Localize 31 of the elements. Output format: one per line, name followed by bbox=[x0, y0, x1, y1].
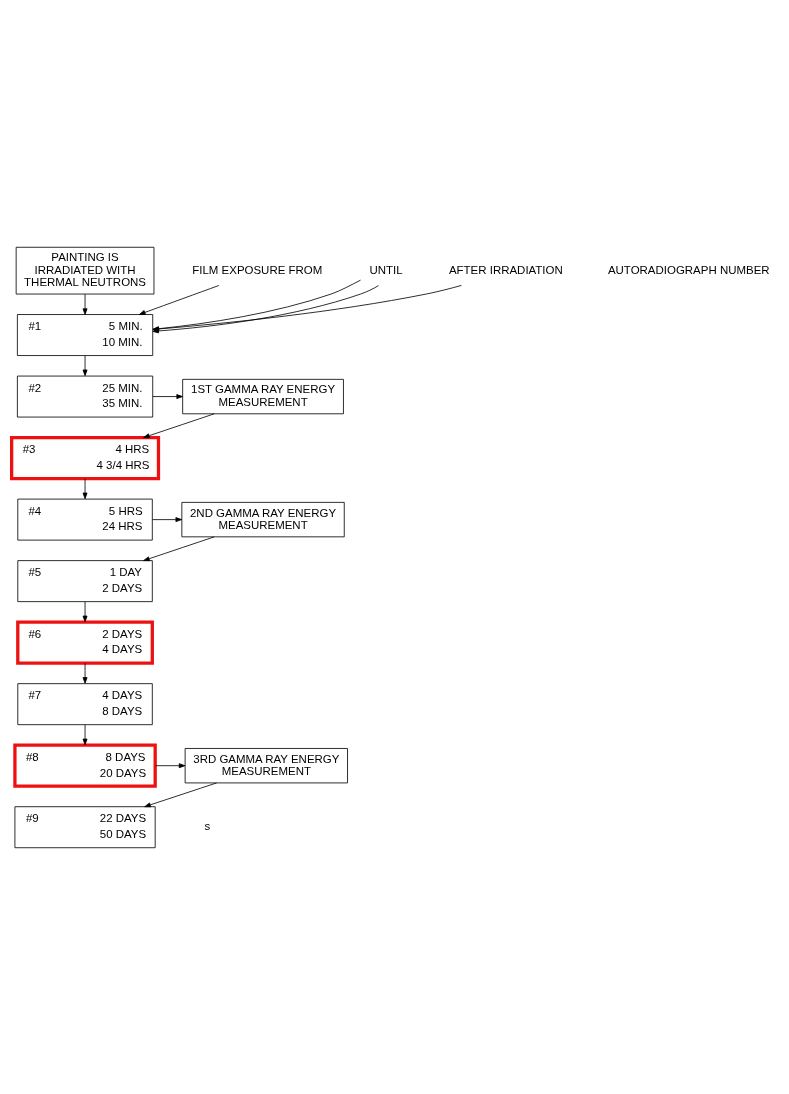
label: AUTORADIOGRAPH NUMBER bbox=[607, 263, 770, 276]
node-text: FILM EXPOSURE FROM bbox=[192, 263, 323, 276]
node-box: #1 5 MIN. 10 MIN. bbox=[16, 313, 154, 356]
node-box: #5 1 DAY 2 DAYS bbox=[17, 559, 153, 602]
node-box: PAINTING IS IRRADIATED WITH THERMAL NEUTRONS bbox=[15, 246, 155, 294]
node-box: #3 4 HRS 4 3/4 HRS bbox=[10, 435, 161, 480]
node-box: 1ST GAMMA RAY ENERGY MEASUREMENT bbox=[182, 378, 344, 414]
node-box: 2ND GAMMA RAY ENERGY MEASUREMENT bbox=[181, 501, 345, 537]
node-box: #6 2 DAYS 4 DAYS bbox=[16, 620, 154, 665]
arrow bbox=[144, 782, 217, 807]
node-box: #2 25 MIN. 35 MIN. bbox=[16, 375, 154, 417]
node-box: 3RD GAMMA RAY ENERGY MEASUREMENT bbox=[184, 747, 348, 783]
node-text: AFTER IRRADIATION bbox=[448, 263, 563, 276]
arrow bbox=[143, 535, 215, 561]
node-box: #7 4 DAYS 8 DAYS bbox=[17, 682, 153, 725]
node-box: #9 22 DAYS 50 DAYS bbox=[14, 805, 156, 848]
label: s bbox=[204, 819, 211, 832]
arrow bbox=[82, 724, 88, 745]
arrow bbox=[152, 393, 183, 399]
arrow bbox=[82, 293, 88, 315]
arrow bbox=[139, 284, 220, 315]
node-box: #8 8 DAYS 20 DAYS bbox=[13, 743, 157, 788]
arrow bbox=[152, 516, 183, 522]
arrow bbox=[82, 354, 88, 376]
arrow bbox=[82, 662, 88, 684]
node-box: #4 5 HRS 24 HRS bbox=[17, 498, 153, 541]
arrow bbox=[143, 412, 215, 438]
arrow bbox=[155, 762, 186, 768]
arrow bbox=[82, 601, 88, 622]
arrow bbox=[82, 477, 88, 499]
node-text: UNTIL bbox=[369, 263, 403, 276]
